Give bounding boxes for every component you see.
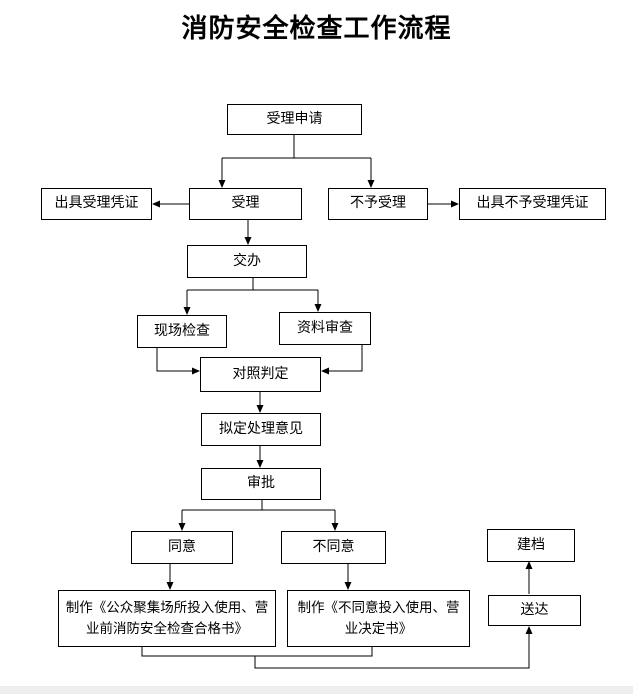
node-agree: 同意 (131, 531, 233, 564)
node-archive: 建档 (487, 529, 575, 562)
node-accept: 受理 (189, 188, 302, 220)
node-compare-judge: 对照判定 (200, 357, 321, 392)
node-make-qualified-certificate: 制作《公众聚集场所投入使用、营业前消防安全检查合格书》 (58, 590, 276, 647)
node-assign: 交办 (187, 245, 307, 278)
connector-application-split (222, 135, 371, 159)
node-document-review: 资料审查 (279, 312, 371, 345)
node-issue-not-accept-certificate: 出具不予受理凭证 (459, 188, 606, 220)
connector-documents-merge (141, 627, 529, 669)
connector-assign-split (187, 278, 318, 291)
page-title: 消防安全检查工作流程 (181, 14, 452, 44)
node-issue-accept-certificate: 出具受理凭证 (41, 188, 152, 220)
node-site-inspection: 现场检查 (137, 315, 227, 348)
arrow-review-to-compare (321, 345, 363, 375)
node-not-accept: 不予受理 (328, 188, 428, 220)
node-deliver: 送达 (488, 595, 581, 626)
node-make-disagree-decision: 制作《不同意投入使用、营业决定书》 (287, 590, 470, 647)
connector-approve-split (182, 500, 335, 511)
node-draft-opinion: 拟定处理意见 (201, 413, 321, 446)
arrow-site-to-compare (156, 348, 200, 375)
node-accept-application: 受理申请 (227, 104, 362, 135)
node-approve: 审批 (201, 468, 321, 500)
node-disagree: 不同意 (281, 531, 386, 564)
bottom-band (0, 686, 633, 694)
